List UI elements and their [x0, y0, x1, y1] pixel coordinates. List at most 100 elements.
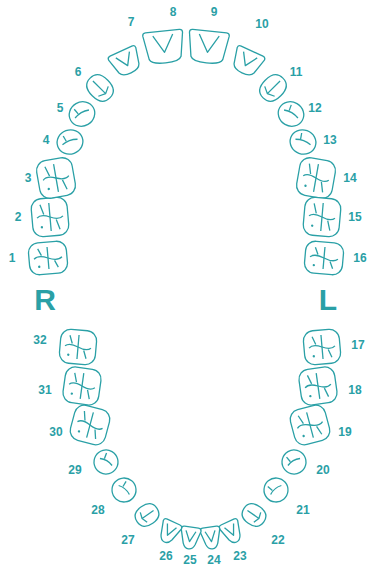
tooth-number: 12 [308, 102, 321, 114]
incisor-ridge [163, 524, 177, 538]
molar-groove [321, 335, 323, 359]
incisor-ridge [116, 52, 135, 69]
canine-ridge [262, 76, 285, 99]
tooth [218, 518, 245, 546]
molar-groove [80, 373, 84, 399]
tooth [200, 526, 223, 551]
molar-groove [87, 412, 94, 437]
molar-groove [323, 247, 325, 269]
incisor-ridge [239, 52, 258, 69]
side-label: L [319, 285, 337, 315]
tooth [82, 70, 117, 105]
molar-pit [38, 265, 41, 268]
molar-outline [59, 328, 98, 365]
tooth [303, 328, 342, 365]
tooth [288, 403, 332, 447]
molar-groove [314, 247, 335, 269]
canine-outline [255, 70, 290, 105]
tooth-number: 19 [338, 426, 351, 438]
canine-ridge [244, 505, 262, 523]
molar-groove [71, 373, 92, 399]
tooth [54, 126, 87, 157]
incisor-outline [200, 526, 223, 551]
tooth-number: 32 [33, 334, 46, 346]
tooth [107, 45, 144, 79]
molar-pit [309, 395, 312, 398]
molar-pit [311, 224, 314, 227]
tooth-number: 23 [233, 550, 246, 562]
premolar-groove [284, 109, 299, 118]
tooth-number: 7 [128, 16, 135, 28]
tooth-number: 21 [296, 504, 309, 516]
molar-groove [47, 247, 49, 269]
tooth-number: 11 [290, 66, 303, 78]
tooth [287, 126, 320, 157]
premolar-groove [287, 457, 300, 465]
molar-groove [40, 203, 60, 230]
incisor-outline [186, 29, 229, 65]
molar-groove [312, 203, 332, 230]
molar-groove [68, 335, 88, 358]
tooth-number: 4 [43, 134, 50, 146]
tooth [28, 240, 69, 275]
tooth [278, 446, 311, 479]
tooth [186, 29, 229, 65]
tooth [179, 526, 202, 551]
tooth [62, 366, 103, 407]
tooth [274, 97, 309, 131]
molar-groove [305, 164, 327, 193]
premolar-outline [54, 126, 87, 157]
tooth-number: 1 [9, 252, 16, 264]
incisor-ridge [225, 524, 239, 538]
tooth [302, 197, 341, 238]
molar-groove [38, 247, 59, 269]
tooth-number: 22 [271, 534, 284, 546]
molar-pit [70, 392, 73, 395]
molar-outline [303, 328, 342, 365]
tooth [228, 45, 265, 79]
canine-outline [82, 70, 117, 105]
molar-outline [295, 156, 337, 200]
canine-outline [238, 500, 269, 530]
molar-outline [298, 366, 339, 407]
molar-groove [298, 411, 322, 439]
molar-outline [302, 197, 341, 238]
incisor-outline [107, 45, 144, 79]
tooth-number: 30 [49, 426, 62, 438]
tooth-number: 2 [15, 211, 22, 223]
premolar-groove [268, 486, 273, 491]
molar-groove [307, 412, 314, 437]
tooth-number: 31 [38, 384, 51, 396]
tooth-number: 16 [353, 252, 366, 264]
incisor-outline [228, 45, 265, 79]
canine-ridge [139, 505, 157, 523]
molar-pit [47, 188, 50, 191]
molar-outline [28, 240, 69, 275]
premolar-outline [65, 97, 100, 131]
incisor-outline [155, 518, 182, 546]
molar-outline [68, 403, 112, 447]
tooth-number: 28 [91, 504, 104, 516]
premolar-groove [74, 109, 89, 118]
molar-groove [307, 373, 328, 399]
premolar-groove [74, 109, 78, 115]
molar-groove [49, 203, 51, 231]
incisor-outline [218, 518, 245, 546]
tooth-number: 27 [121, 534, 134, 546]
canine-ridge [88, 76, 111, 99]
tooth-number: 5 [57, 102, 64, 114]
tooth [107, 473, 141, 507]
molar-groove [54, 164, 59, 192]
side-label: R [34, 285, 56, 315]
premolar-outline [259, 473, 293, 507]
premolar-groove [63, 136, 66, 142]
incisor-ridge [197, 34, 219, 53]
molar-groove [45, 164, 67, 193]
tooth-number: 29 [68, 464, 81, 476]
premolar-groove [288, 105, 292, 111]
tooth-number: 6 [75, 66, 82, 78]
tooth-number: 10 [255, 18, 268, 30]
premolar-outline [287, 126, 320, 157]
tooth [35, 156, 77, 200]
tooth-number: 20 [316, 464, 329, 476]
